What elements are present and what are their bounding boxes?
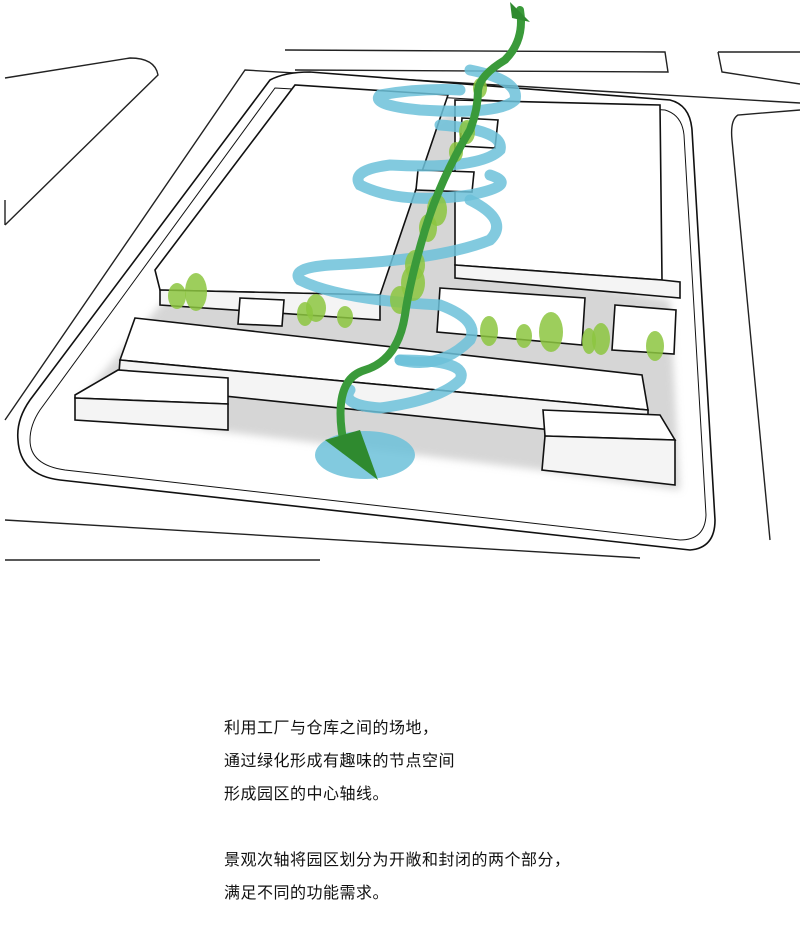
caption-line: 通过绿化形成有趣味的节点空间 [224,751,456,770]
roads [4,49,800,561]
secondary-axis-spiral [292,64,521,414]
main-axis-arrow [325,2,530,480]
caption-line: 景观次轴将园区划分为开敞和封闭的两个部分， [224,850,571,869]
caption-line: 满足不同的功能需求。 [224,883,390,902]
caption-line: 利用工厂与仓库之间的场地， [224,718,439,737]
caption-line: 形成园区的中心轴线。 [224,784,390,803]
buildings [74,84,681,486]
site-axis-diagram [4,2,800,561]
